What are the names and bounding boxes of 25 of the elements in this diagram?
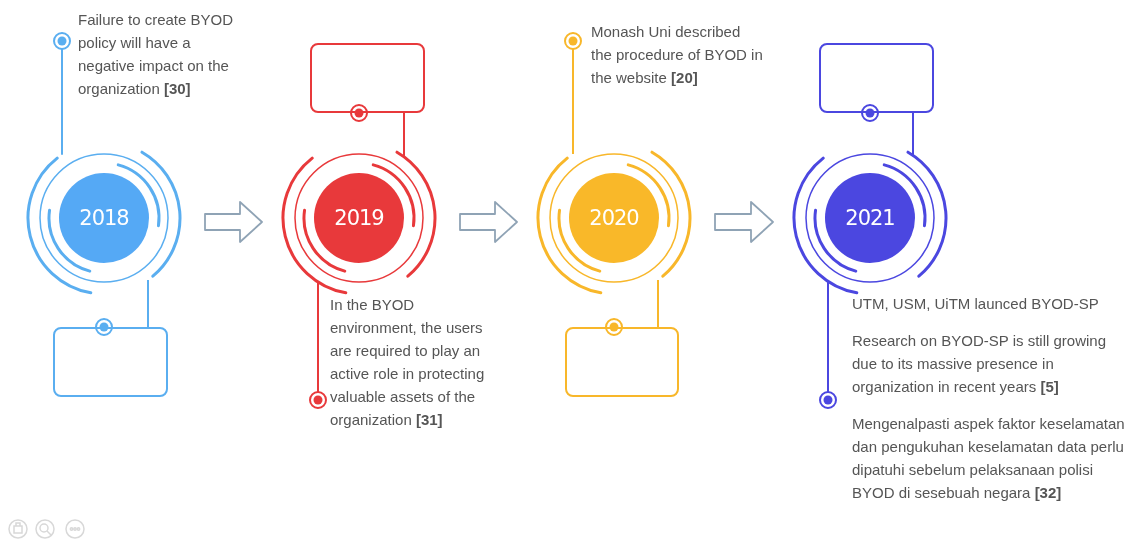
empty-box — [310, 43, 425, 113]
leader-line — [309, 281, 327, 409]
leader-line — [564, 32, 582, 155]
block-arrow — [204, 201, 263, 243]
description-text: Monash Uni described the procedure of BYOD in the website [20] — [591, 20, 763, 89]
leader-line — [657, 278, 659, 328]
year-label: 2020 — [589, 206, 639, 230]
leader-line — [912, 112, 914, 157]
description-text: UTM, USM, UiTM launced BYOD-SP — [852, 294, 1100, 314]
year-label: 2019 — [334, 206, 384, 230]
block-arrow — [459, 201, 518, 243]
description-text: Failure to create BYOD policy will have a negative impact on the organization [30] — [78, 8, 238, 100]
empty-box — [819, 43, 934, 113]
description-text: Research on BYOD-SP is still growing due to its massive presence in organization in recent years [5] — [852, 331, 1107, 397]
leader-line — [147, 278, 149, 328]
empty-box — [565, 327, 679, 397]
year-label: 2021 — [845, 206, 895, 230]
leader-line — [53, 32, 71, 156]
leader-line — [819, 280, 837, 409]
block-arrow — [714, 201, 774, 243]
leader-line — [403, 112, 405, 158]
year-label: 2018 — [79, 206, 129, 230]
description-text: Mengenalpasti aspek faktor keselamatan dan pengukuhan keselamatan data perlu dipatuhi sebelum pelaksanaan polisi BYOD di sesebuah negara [32] — [852, 414, 1126, 503]
description-text: In the BYOD environment, the users are required to play an active role in protecting valuable assets of the organization [31] — [330, 293, 490, 431]
empty-box — [53, 327, 168, 397]
